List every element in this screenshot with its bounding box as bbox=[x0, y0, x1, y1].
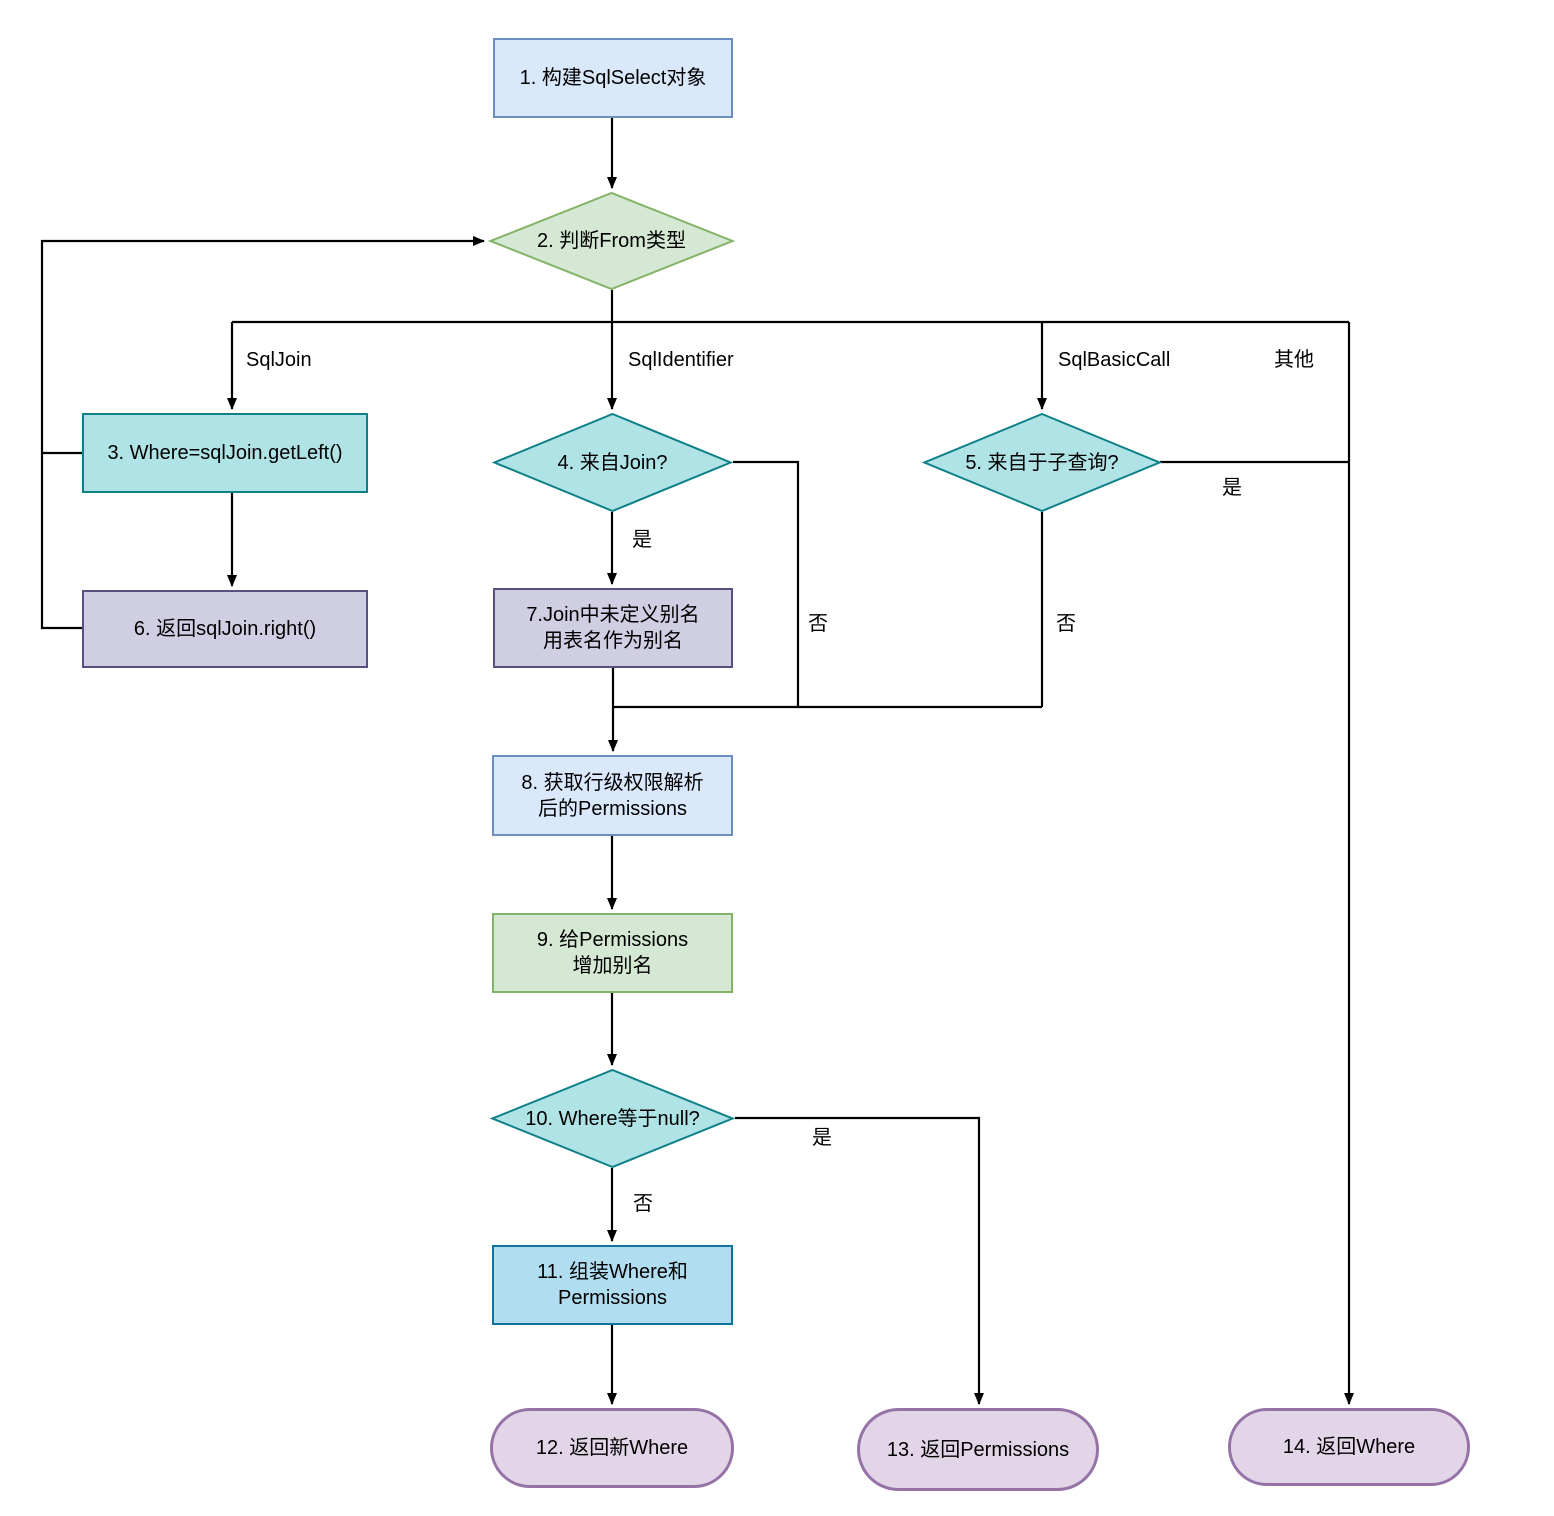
edge-n4-no bbox=[733, 460, 800, 707]
node-11-assemble-where-permissions[interactable]: 11. 组装Where和 Permissions bbox=[492, 1245, 733, 1325]
node-2-label: 2. 判断From类型 bbox=[537, 230, 686, 252]
node-2-judge-from-type[interactable]: 2. 判断From类型 bbox=[488, 192, 735, 290]
node-4-label: 4. 来自Join? bbox=[557, 451, 668, 474]
node-1-build-sqlselect[interactable]: 1. 构建SqlSelect对象 bbox=[493, 38, 733, 118]
node-12-return-new-where[interactable]: 12. 返回新Where bbox=[490, 1408, 734, 1488]
node-13-label: 13. 返回Permissions bbox=[886, 1438, 1070, 1461]
diamond-shape bbox=[492, 413, 733, 512]
node-14-label: 14. 返回Where bbox=[1282, 1436, 1416, 1458]
node-10-label: 10. Where等于null? bbox=[525, 1107, 700, 1130]
node-12-label: 12. 返回新Where bbox=[535, 1437, 689, 1459]
node-3-label: 3. Where=sqlJoin.getLeft() bbox=[107, 442, 343, 464]
edge-label-yes-n4: 是 bbox=[632, 529, 652, 551]
node-6-label: 6. 返回sqlJoin.right() bbox=[133, 618, 317, 640]
node-10-where-null[interactable]: 10. Where等于null? bbox=[490, 1069, 735, 1168]
node-13-return-permissions[interactable]: 13. 返回Permissions bbox=[857, 1408, 1099, 1491]
node-7-join-alias[interactable]: 7.Join中未定义别名 用表名作为别名 bbox=[493, 588, 733, 668]
edge-label-sqljoin: SqlJoin bbox=[246, 349, 312, 371]
edge-label-sqlidentifier: SqlIdentifier bbox=[628, 349, 734, 371]
edge-label-sqlbasiccall: SqlBasicCall bbox=[1058, 349, 1171, 371]
edge-label-no-n4: 否 bbox=[808, 613, 828, 635]
node-5-label: 5. 来自于子查询? bbox=[965, 451, 1119, 474]
node-1-label: 1. 构建SqlSelect对象 bbox=[519, 67, 707, 89]
edge-n10-yes-n13 bbox=[735, 1116, 984, 1405]
edge-label-no-n5: 否 bbox=[1056, 613, 1076, 635]
edge-label-yes-n10: 是 bbox=[812, 1127, 832, 1149]
node-3-where-getleft[interactable]: 3. Where=sqlJoin.getLeft() bbox=[82, 413, 368, 493]
edge-label-other: 其他 bbox=[1274, 349, 1314, 371]
node-9-label: 9. 给Permissions 增加别名 bbox=[536, 929, 689, 977]
node-6-return-sqljoin-right[interactable]: 6. 返回sqlJoin.right() bbox=[82, 590, 368, 668]
node-14-return-where[interactable]: 14. 返回Where bbox=[1228, 1408, 1470, 1486]
edge-label-no-n10: 否 bbox=[633, 1193, 653, 1215]
node-9-add-alias-permissions[interactable]: 9. 给Permissions 增加别名 bbox=[492, 913, 733, 993]
edge-loopback-n6-n2 bbox=[40, 236, 485, 630]
node-11-label: 11. 组装Where和 Permissions bbox=[537, 1261, 688, 1309]
node-5-from-subquery[interactable]: 5. 来自于子查询? bbox=[922, 413, 1162, 512]
diamond-shape bbox=[490, 1069, 735, 1168]
diamond-shape bbox=[922, 413, 1162, 512]
node-8-get-permissions[interactable]: 8. 获取行级权限解析 后的Permissions bbox=[492, 755, 733, 836]
node-8-label: 8. 获取行级权限解析 后的Permissions bbox=[521, 771, 704, 820]
node-7-label: 7.Join中未定义别名 用表名作为别名 bbox=[526, 604, 700, 652]
node-4-from-join[interactable]: 4. 来自Join? bbox=[492, 413, 733, 512]
edge-label-yes-n5: 是 bbox=[1222, 477, 1242, 499]
diamond-shape bbox=[488, 192, 735, 290]
